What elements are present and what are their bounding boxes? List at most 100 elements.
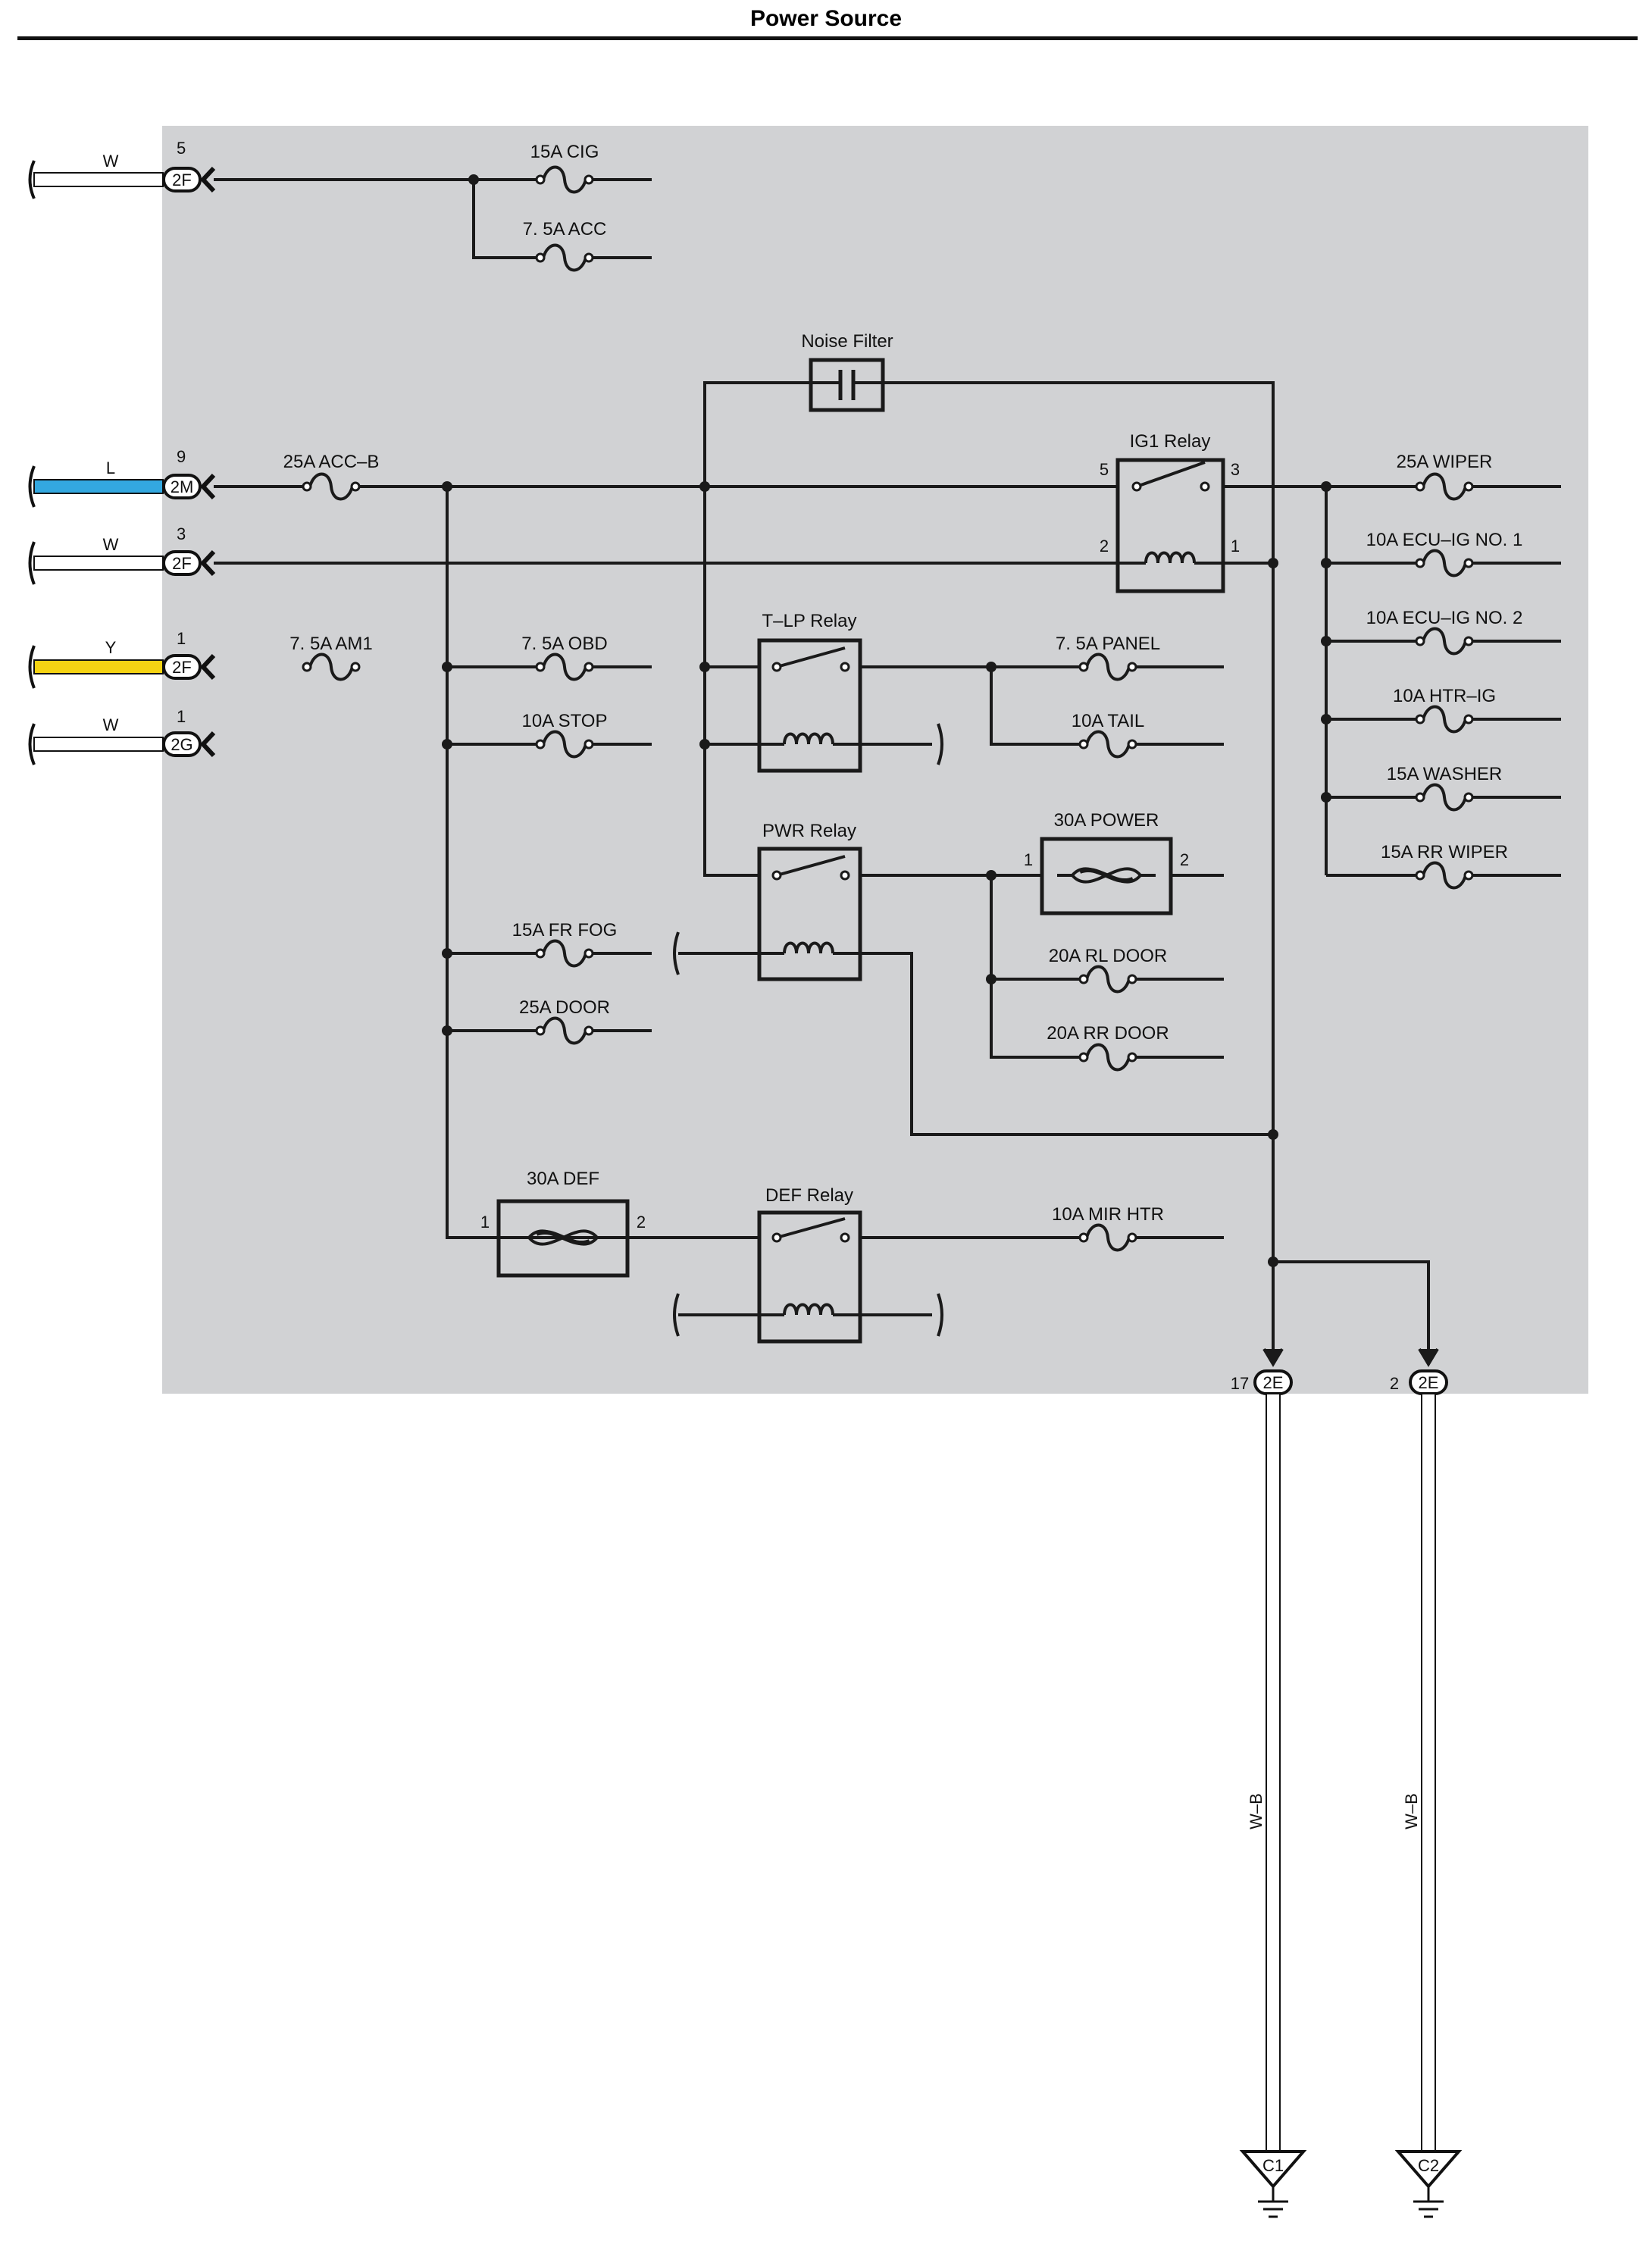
input-wire-2g-1: W 1 2G [28, 707, 216, 765]
input-wire-2m-9: L 9 2M [28, 447, 216, 508]
fuse-label-tail: 10A TAIL [1072, 711, 1145, 731]
fuse-acc-b [302, 472, 361, 501]
output-2e-17: 2E 17 W–B C1 [1231, 1347, 1307, 2218]
input-wire-2f-3: W 3 2F [28, 524, 216, 585]
fuse-tail [1078, 730, 1137, 759]
relay-label: DEF Relay [765, 1185, 853, 1206]
fuse-panel [1078, 653, 1137, 681]
title-rule [17, 36, 1638, 40]
fuse-label-washer: 15A WASHER [1387, 764, 1503, 784]
fuse-label-wiper: 25A WIPER [1397, 452, 1493, 472]
fuse-rr-door [1078, 1043, 1137, 1072]
fuse-cig [535, 165, 594, 194]
relay-pin: 5 [1100, 460, 1109, 479]
fuse-label-door: 25A DOOR [519, 997, 610, 1018]
fusible-link-label: 30A POWER [1054, 810, 1159, 831]
fuse-label-panel: 7. 5A PANEL [1056, 634, 1160, 654]
pin-label: 1 [480, 1213, 490, 1232]
fuse-label-acc-b: 25A ACC–B [283, 452, 380, 472]
pin-label: 1 [1024, 850, 1033, 869]
fuse-rl-door [1078, 965, 1137, 994]
connector-pin-label: 2 [1390, 1374, 1399, 1393]
noise-filter-label: Noise Filter [801, 331, 893, 352]
noise-filter: Noise Filter [801, 331, 893, 412]
fuse-label-rr-door: 20A RR DOOR [1047, 1023, 1169, 1044]
connector-label: 2F [172, 554, 192, 573]
fuse-label-stop: 10A STOP [522, 711, 608, 731]
circuit-wires [214, 178, 1561, 1349]
fusible-link-power: 30A POWER 1 2 [1024, 810, 1189, 915]
connector-label: 2E [1263, 1373, 1284, 1392]
connector-pin-label: 1 [177, 707, 186, 726]
fuse-ecu-ig2 [1415, 627, 1474, 656]
relay-label: PWR Relay [762, 821, 856, 841]
fuse-fr-fog [535, 939, 594, 968]
connector-pin-label: 5 [177, 139, 186, 158]
fuse-am1 [302, 653, 361, 681]
fuse-obd [535, 653, 594, 681]
fuse-acc [535, 243, 594, 272]
fuse-stop [535, 730, 594, 759]
fuse-htr-ig [1415, 705, 1474, 734]
connector-label: 2E [1419, 1373, 1439, 1392]
connector-pin-label: 17 [1231, 1374, 1249, 1393]
connector-label: 2M [171, 477, 194, 496]
fuse-mir-htr [1078, 1223, 1137, 1252]
connector-pin-label: 1 [177, 629, 186, 648]
wire-color-label: Y [105, 638, 117, 657]
connector-label: 2F [172, 658, 192, 677]
fuse-rr-wiper [1415, 861, 1474, 890]
fusible-link-label: 30A DEF [527, 1169, 599, 1189]
output-2e-2: 2E 2 W–B C2 [1390, 1347, 1463, 2218]
connector-label: 2F [172, 171, 192, 189]
fuse-label-ecu-ig1: 10A ECU–IG NO. 1 [1366, 530, 1523, 550]
wire-color-label: W [103, 535, 119, 554]
relay-ig1: IG1 Relay 5 3 2 1 [1100, 431, 1240, 593]
fuse-washer [1415, 783, 1474, 812]
relay-pin: 3 [1231, 460, 1240, 479]
page-title: Power Source [749, 6, 903, 31]
fuse-label-fr-fog: 15A FR FOG [512, 920, 618, 940]
wire-color-label: W–B [1402, 1793, 1421, 1829]
relay-def: DEF Relay [757, 1185, 862, 1344]
relay-pin: 1 [1231, 537, 1240, 556]
relay-label: T–LP Relay [762, 611, 857, 631]
input-wire-2f-5: W 5 2F [28, 139, 216, 199]
wire-color-label: L [106, 459, 115, 477]
fuse-label-acc: 7. 5A ACC [523, 219, 607, 239]
wire-continuation-marks [673, 723, 943, 1337]
wire-color-label: W [103, 715, 119, 734]
wire-color-label: W [103, 152, 119, 171]
pin-label: 2 [637, 1213, 646, 1232]
fuse-label-htr-ig: 10A HTR–IG [1393, 686, 1496, 706]
relay-label: IG1 Relay [1130, 431, 1211, 452]
ground-label: C1 [1262, 2156, 1284, 2175]
connector-pin-label: 3 [177, 524, 186, 543]
relay-pwr: PWR Relay [757, 821, 862, 981]
connector-label: 2G [171, 735, 192, 754]
fuse-door [535, 1016, 594, 1045]
pin-label: 2 [1180, 850, 1189, 869]
input-wire-2f-1: Y 1 2F [28, 629, 216, 689]
junction-block-panel [162, 126, 1588, 1394]
fuse-label-ecu-ig2: 10A ECU–IG NO. 2 [1366, 608, 1523, 628]
relay-tlp: T–LP Relay [757, 611, 862, 773]
fuse-labels: 15A CIG 7. 5A ACC 25A ACC–B 7. 5A AM1 7.… [283, 142, 1523, 1225]
fuse-wiper [1415, 472, 1474, 501]
fuse-label-rr-wiper: 15A RR WIPER [1381, 842, 1508, 862]
fuse-label-cig: 15A CIG [530, 142, 599, 162]
fusible-link-def: 30A DEF 1 2 [480, 1169, 646, 1278]
wire-color-label: W–B [1247, 1793, 1266, 1829]
fuse-label-obd: 7. 5A OBD [521, 634, 607, 654]
ground-label: C2 [1418, 2156, 1439, 2175]
connector-pin-label: 9 [177, 447, 186, 466]
fuse-label-mir-htr: 10A MIR HTR [1052, 1204, 1164, 1225]
fuse-ecu-ig1 [1415, 549, 1474, 577]
fuse-layer [302, 165, 1474, 1252]
junction-dots [442, 174, 1331, 1267]
fuse-label-am1: 7. 5A AM1 [289, 634, 372, 654]
relay-pin: 2 [1100, 537, 1109, 556]
fuse-label-rl-door: 20A RL DOOR [1049, 946, 1168, 966]
